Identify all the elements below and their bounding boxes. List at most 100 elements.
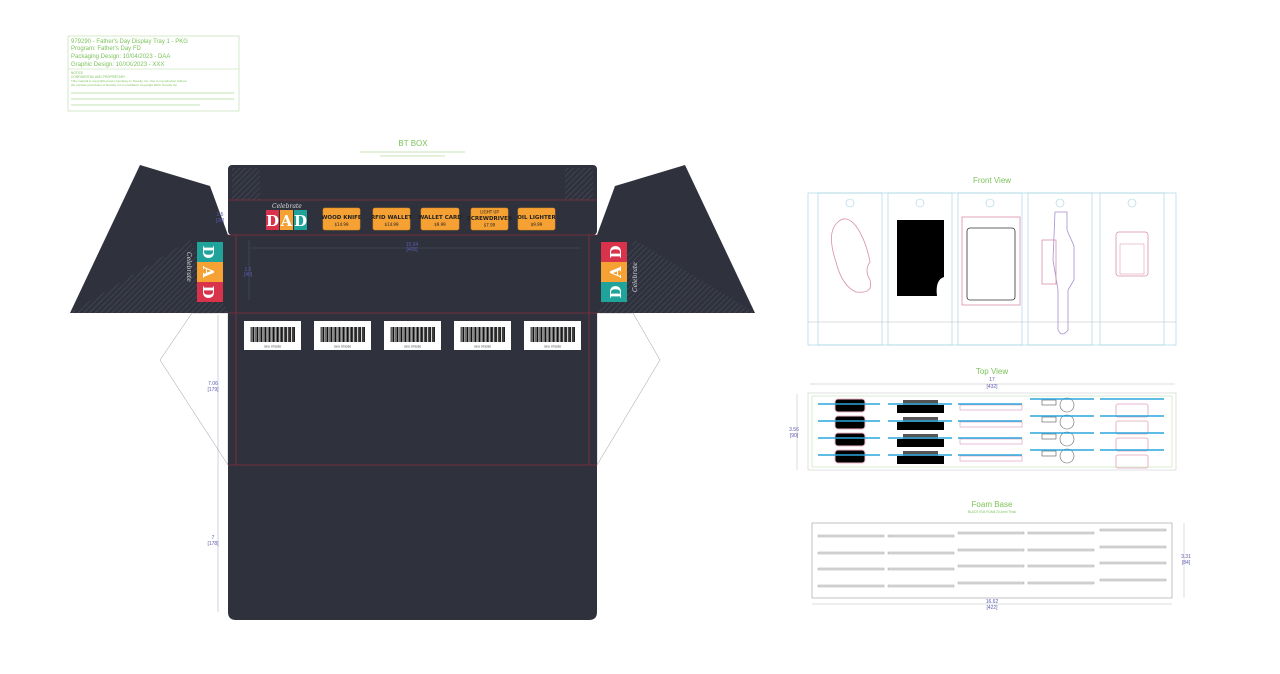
dim-value: 16.62 (986, 599, 999, 605)
dim-value: [90] (790, 433, 799, 439)
foam-slot (1027, 531, 1095, 535)
foam-slot (1099, 528, 1167, 532)
foam-slot (887, 567, 955, 571)
dim-value: [40] (244, 272, 253, 278)
barcode-caption: SKU 979290 (264, 345, 281, 349)
dim-value: 17 (989, 377, 995, 383)
foam-base-subtitle: BLACK EVA FOAM 20.4mm Thick (968, 510, 1017, 514)
foam-slot (817, 534, 885, 538)
foam-slot (1099, 545, 1167, 549)
title-line-2: Program: Father's Day FD (71, 46, 141, 52)
screwdriver-cutout (1052, 211, 1075, 335)
dim-value: [405] (406, 247, 418, 253)
foam-slot (1027, 581, 1095, 585)
top-view: Top View 17 [432] 3.56 [90] (789, 367, 1177, 471)
foam-slot (957, 531, 1025, 535)
dim-value: [84] (1182, 560, 1191, 566)
top-view-title: Top View (976, 367, 1009, 376)
title-block: 979290 - Father's Day Display Tray 1 - P… (67, 35, 240, 112)
brand-letter: A (607, 266, 625, 279)
wallet-card-cutout (966, 227, 1016, 301)
front-panel (887, 192, 953, 346)
price-tag: WOOD KNIFE $14.99 (321, 207, 362, 231)
brand-letter: D (607, 245, 625, 258)
tag-price: $14.99 (385, 222, 399, 227)
foam-slot (957, 548, 1025, 552)
brand-letter: D (607, 285, 625, 298)
tag-top: LIGHT UP (480, 210, 499, 215)
notice-title: NOTICE (71, 71, 83, 75)
oil-lighter-cutout (1115, 231, 1149, 277)
front-view: Front View (807, 176, 1177, 346)
front-view-title: Front View (973, 176, 1011, 185)
tag-name: OIL LIGHTER (517, 215, 556, 221)
price-tag: LIGHT UP SCREWDRIVER $7.99 (467, 207, 513, 231)
tag-price: $9.99 (434, 222, 446, 227)
brand-logo-top: Celebrate D A D (266, 203, 307, 230)
foam-slot (1027, 564, 1095, 568)
foam-slot (817, 551, 885, 555)
dieline-dimensions: 1.5 [38] 15.94 [405] 1.6 [40] 7.06 [179]… (207, 212, 418, 612)
price-tag: WALLET CARD $9.99 (418, 207, 462, 231)
dim-value: 3.31 (1181, 554, 1191, 560)
dim-value: [422] (986, 605, 998, 611)
front-panel (957, 192, 1023, 346)
barcode-label: SKU 979290 (524, 321, 581, 350)
dim-value: [432] (986, 384, 998, 390)
brand-logo-left: D A D Celebrate (185, 242, 223, 302)
barcode-label: SKU 979290 (314, 321, 371, 350)
barcode-caption: SKU 979290 (544, 345, 561, 349)
wood-knife-cutout (831, 218, 872, 293)
hang-hole (845, 198, 855, 208)
brand-letter: A (280, 212, 293, 230)
dim-value: 1.5 (217, 212, 224, 218)
hang-hole (1127, 198, 1137, 208)
barcode-caption: SKU 979290 (474, 345, 491, 349)
brand-letter: D (199, 285, 217, 298)
foam-slot (887, 551, 955, 555)
price-tag: RFID WALLET $14.99 (371, 207, 412, 231)
hang-hole (915, 198, 925, 208)
dim-value: 1.6 (245, 267, 252, 273)
foam-slot (887, 534, 955, 538)
title-line-4: Graphic Design: 10/XX/2023 - XXX (71, 62, 164, 68)
tag-name: WALLET CARD (418, 215, 462, 221)
foam-base-title: Foam Base (972, 500, 1013, 509)
notice-body-1: This material is copyrighted and proprie… (71, 79, 187, 83)
brand-letter: A (199, 265, 217, 278)
foam-slot (1027, 548, 1095, 552)
dim-value: 7 (212, 535, 215, 541)
notice-body-2: the express permission of Novelty, Inc i… (71, 83, 178, 87)
foam-slot (817, 584, 885, 588)
dieline-title: BT BOX (398, 139, 428, 148)
title-line-3: Packaging Design: 10/04/2023 - DAA (71, 54, 170, 60)
price-tags: WOOD KNIFE $14.99 RFID WALLET $14.99 WAL… (321, 207, 557, 231)
dim-value: 15.94 (406, 242, 419, 248)
hang-hole (1055, 198, 1065, 208)
tag-name: SCREWDRIVER (467, 216, 513, 222)
barcode-label: SKU 979290 (384, 321, 441, 350)
dim-value: [178] (207, 541, 219, 547)
front-panel (1027, 192, 1093, 346)
title-line-1: 979290 - Father's Day Display Tray 1 - P… (71, 39, 188, 45)
brand-script: Celebrate (272, 203, 302, 210)
rfid-wallet-cutout (897, 220, 944, 296)
dim-value: [179] (207, 387, 219, 393)
tag-name: WOOD KNIFE (321, 215, 362, 221)
brand-script: Celebrate (185, 252, 192, 282)
front-panel (1099, 192, 1165, 346)
brand-letter: D (199, 245, 217, 258)
tag-price: $14.99 (335, 222, 349, 227)
dim-value: 7.06 (208, 381, 218, 387)
foam-slot (817, 567, 885, 571)
dim-value: [38] (216, 218, 225, 224)
notice-sub: CONFIDENTIAL AND PROPRIETARY (71, 75, 126, 79)
foam-slot (1099, 578, 1167, 582)
barcode-label: SKU 979290 (244, 321, 301, 350)
foam-slot (1099, 561, 1167, 565)
tag-price: $7.99 (484, 223, 496, 228)
tag-name: RFID WALLET (371, 215, 412, 221)
front-panel (817, 192, 883, 346)
